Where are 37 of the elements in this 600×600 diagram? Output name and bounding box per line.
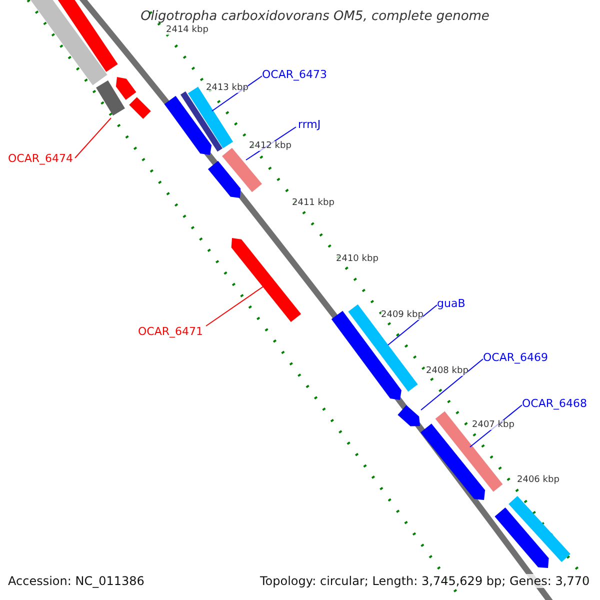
gene-label: OCAR_6468	[522, 397, 588, 410]
position-label: 2406 kbp	[517, 475, 560, 485]
map-title: Oligotropha carboxidovorans OM5, complete genome	[140, 9, 490, 24]
gene-label: guaB	[437, 297, 466, 310]
gene-block	[96, 80, 125, 116]
gene-block	[331, 310, 402, 400]
position-label: 2414 kbp	[166, 25, 208, 35]
position-label: 2407 kbp	[472, 420, 514, 430]
gene-block	[57, 0, 118, 72]
gene-label: OCAR_6474	[8, 152, 74, 165]
gene-block	[508, 496, 570, 562]
leader-line	[388, 304, 438, 346]
position-label: 2411 kbp	[292, 198, 334, 208]
gene-label: OCAR_6469	[483, 351, 548, 364]
leader-line	[74, 118, 112, 158]
gene-block	[208, 160, 241, 198]
gene-block	[494, 507, 549, 568]
genome-info: Accession: NC_011386	[8, 574, 144, 588]
leader-line	[206, 286, 264, 326]
gene-block	[180, 91, 223, 152]
gene-label: OCAR_6473	[262, 68, 328, 81]
position-label: 2412 kbp	[249, 141, 292, 151]
gene-block	[30, 0, 108, 86]
leader-line	[420, 358, 484, 410]
gene-block	[398, 405, 420, 426]
gene-block	[164, 96, 212, 155]
gene-block	[129, 97, 151, 119]
gene-block	[116, 77, 136, 100]
position-label: 2410 kbp	[336, 254, 378, 264]
gene-label: rrmJ	[298, 118, 321, 131]
gene-label: OCAR_6471	[138, 325, 204, 338]
position-label: 2413 kbp	[206, 83, 248, 93]
gene-block	[222, 148, 262, 192]
gene-block	[231, 238, 302, 322]
position-label: 2408 kbp	[426, 366, 468, 376]
genome-info: Topology: circular; Length: 3,745,629 bp; Genes: 3,770	[260, 574, 590, 588]
position-label: 2409 kbp	[381, 310, 424, 320]
